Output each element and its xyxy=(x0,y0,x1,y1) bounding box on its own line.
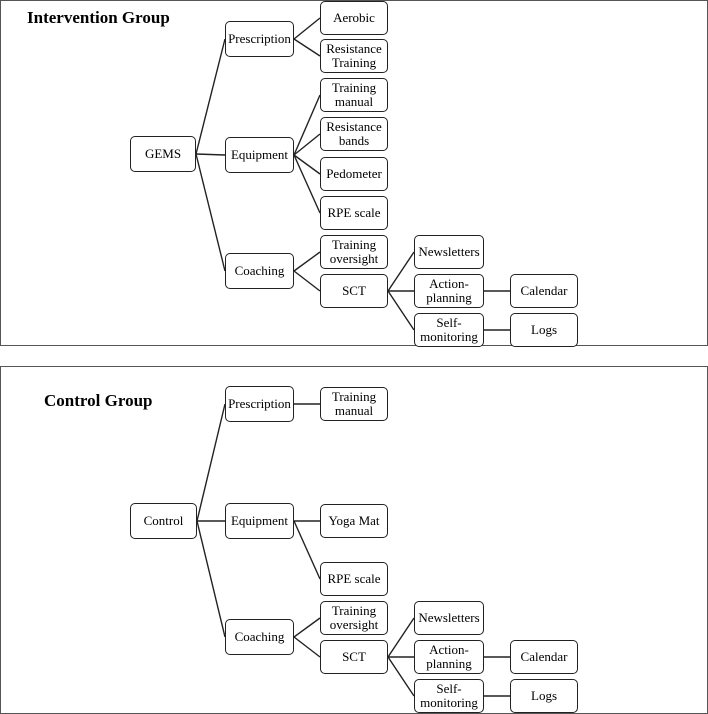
node-equipment: Equipment xyxy=(225,137,294,173)
node-control-prescription: Prescription xyxy=(225,386,294,422)
node-control-equipment: Equipment xyxy=(225,503,294,539)
node-control-coaching: Coaching xyxy=(225,619,294,655)
node-coaching: Coaching xyxy=(225,253,294,289)
node-sct: SCT xyxy=(320,274,388,308)
control-title: Control Group xyxy=(44,391,153,410)
node-control-newsletters: Newsletters xyxy=(414,601,484,635)
intervention-title: Intervention Group xyxy=(27,8,170,27)
node-control-training-oversight: Training oversight xyxy=(320,601,388,635)
node-pedometer: Pedometer xyxy=(320,157,388,191)
node-aerobic: Aerobic xyxy=(320,1,388,35)
node-resistance-training: Resistance Training xyxy=(320,39,388,73)
node-gems-root: GEMS xyxy=(130,136,196,172)
node-self-monitoring: Self- monitoring xyxy=(414,313,484,347)
node-logs: Logs xyxy=(510,313,578,347)
node-newsletters: Newsletters xyxy=(414,235,484,269)
node-control-action-planning: Action- planning xyxy=(414,640,484,674)
node-action-planning: Action- planning xyxy=(414,274,484,308)
node-rpe-scale: RPE scale xyxy=(320,196,388,230)
node-training-manual: Training manual xyxy=(320,78,388,112)
node-calendar: Calendar xyxy=(510,274,578,308)
node-prescription: Prescription xyxy=(225,21,294,57)
node-control-training-manual: Training manual xyxy=(320,387,388,421)
node-control-root: Control xyxy=(130,503,197,539)
node-resistance-bands: Resistance bands xyxy=(320,117,388,151)
node-training-oversight: Training oversight xyxy=(320,235,388,269)
node-control-yoga-mat: Yoga Mat xyxy=(320,504,388,538)
node-control-self-monitoring: Self- monitoring xyxy=(414,679,484,713)
node-control-calendar: Calendar xyxy=(510,640,578,674)
node-control-logs: Logs xyxy=(510,679,578,713)
node-control-rpe-scale: RPE scale xyxy=(320,562,388,596)
node-control-sct: SCT xyxy=(320,640,388,674)
